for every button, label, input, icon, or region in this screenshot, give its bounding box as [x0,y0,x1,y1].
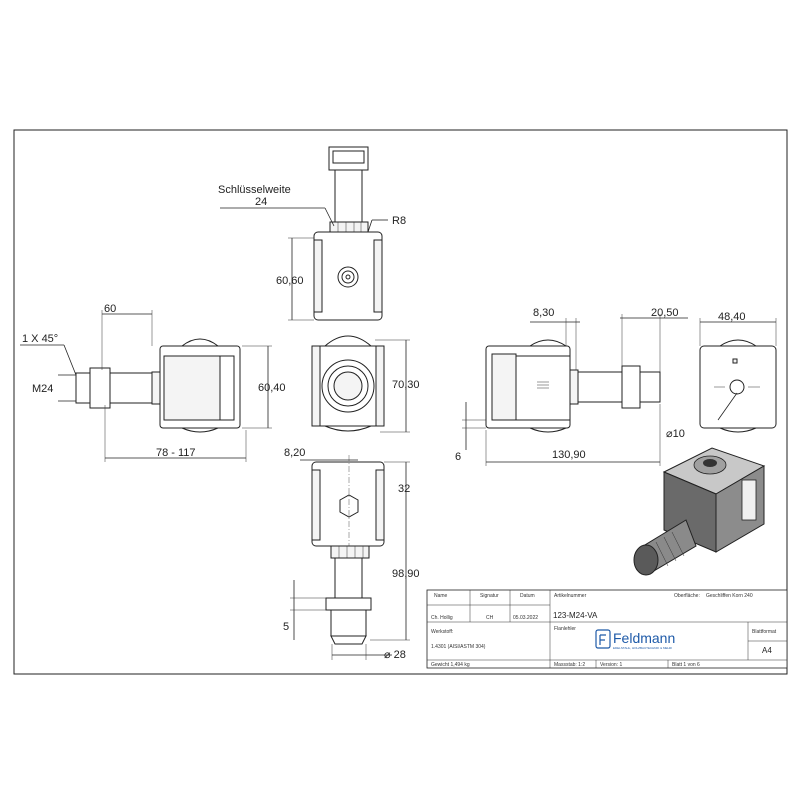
side-hole-label: ⌀10 [666,428,685,440]
tb-scale: Massstab: 1:2 [554,662,585,668]
tb-material-value: 1.4301 (AISI/ASTM 304) [431,644,486,650]
wrench-label: Schlüsselweite [218,184,291,196]
top-view [220,146,388,321]
side-length-label: 130,90 [552,449,586,461]
tb-description: Flanlehler [554,626,576,632]
drawing-frame [13,129,788,675]
top-height-label: 60,60 [276,275,304,287]
tb-col-signature: Signatur [480,593,499,599]
side-width-label: 48,40 [718,311,746,323]
bottom-view [290,455,410,660]
tb-material-label: Werkstoff: [431,629,453,635]
tb-article-label: Artikelnummer [554,593,587,599]
tb-row-name: Ch. Hollig [431,615,453,621]
bottom-step-label: 5 [283,621,289,633]
tb-logo-text: Feldmann [613,630,675,646]
tb-weight: Gewicht 1,494 kg [431,662,470,668]
radius-label: R8 [392,215,406,227]
side-view [462,314,688,466]
title-block [426,589,788,669]
left-length-label: 60 [104,303,116,315]
isometric-render [633,447,766,576]
tb-col-date: Datum [520,593,535,599]
left-view [20,310,272,462]
front-height-label: 70,30 [392,379,420,391]
end-view [699,318,777,433]
left-height-label: 60,40 [258,382,286,394]
side-offset-label: 8,30 [533,307,554,319]
bottom-depth-label: 32 [398,483,410,495]
side-step-label: 6 [455,451,461,463]
front-view [311,335,410,433]
side-pin-label: 20,50 [651,307,679,319]
tb-row-signature: CH [486,615,494,621]
wrench-value: 24 [255,196,267,208]
bottom-diameter-label: ⌀ 28 [384,649,406,661]
tb-article-value: 123-M24-VA [553,611,598,620]
bottom-length-label: 98,90 [392,568,420,580]
thread-label: M24 [32,383,53,395]
tb-sheet: Blatt 1 von 6 [672,662,700,668]
bottom-offset-label: 8,20 [284,447,305,459]
tb-col-name: Name [434,593,448,599]
tb-row-date: 05.03.2022 [513,615,538,621]
adjust-range-label: 78 - 117 [156,447,196,459]
tb-version: Version: 1 [600,662,622,668]
tb-format-label: Blattformat [752,629,777,635]
tb-logo-sub: EDELSTAHL, HOLZBAUTECHNIK & MEHR [613,646,673,650]
tb-surface-label: Oberfläche: [674,593,700,599]
tb-format-value: A4 [762,646,772,655]
chamfer-label: 1 X 45° [22,333,58,345]
tb-surface-value: Geschliffen Korn 240 [706,593,753,599]
